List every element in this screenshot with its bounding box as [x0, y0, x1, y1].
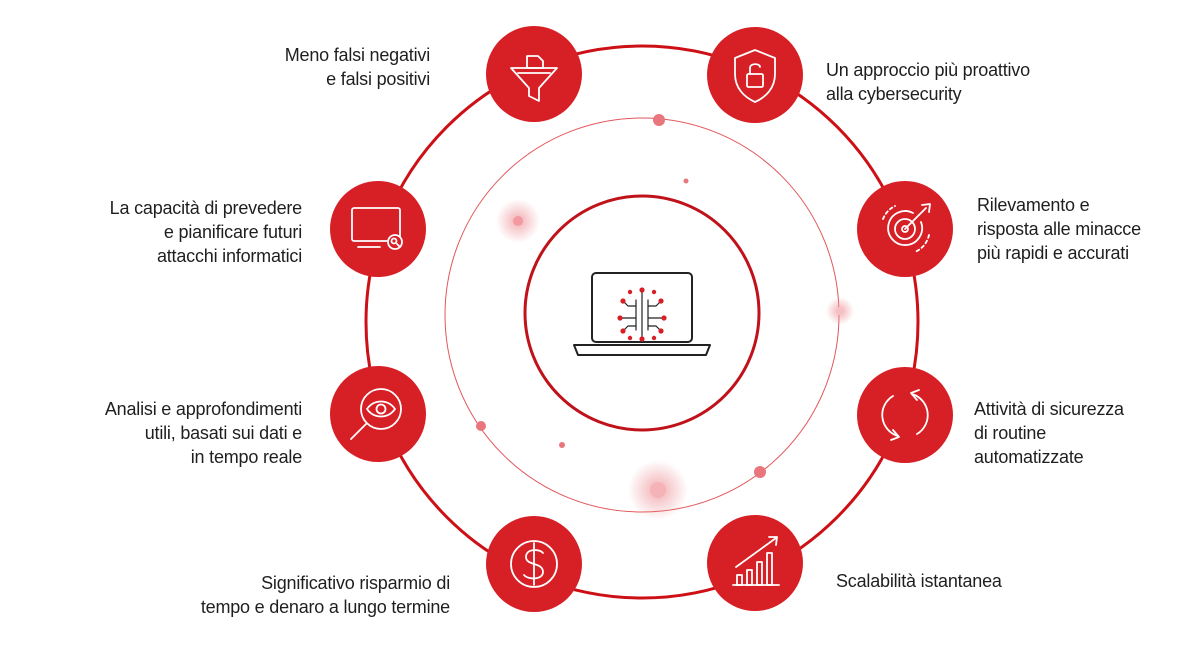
shield-unlock-icon [734, 49, 776, 103]
feature-node [857, 181, 953, 277]
refresh-cycle-icon [881, 389, 929, 441]
target-arrow-icon [882, 203, 931, 253]
funnel-document-icon [510, 55, 558, 102]
feature-node [857, 367, 953, 463]
feature-node [707, 515, 803, 611]
decorative-dots [476, 114, 854, 520]
feature-label: Scalabilità istantanea [836, 571, 1002, 591]
feature-node [330, 366, 426, 462]
dollar-coin-icon [510, 540, 558, 588]
monitor-search-icon [351, 207, 403, 250]
inner-ring [523, 194, 761, 432]
feature-node [707, 27, 803, 123]
outer-ring [364, 44, 920, 600]
feature-node [486, 26, 582, 122]
eye-magnifier-icon [350, 388, 402, 440]
feature-node [486, 516, 582, 612]
feature-node [330, 181, 426, 277]
laptop-circuit-icon [573, 272, 711, 356]
growth-chart-icon [732, 536, 780, 586]
